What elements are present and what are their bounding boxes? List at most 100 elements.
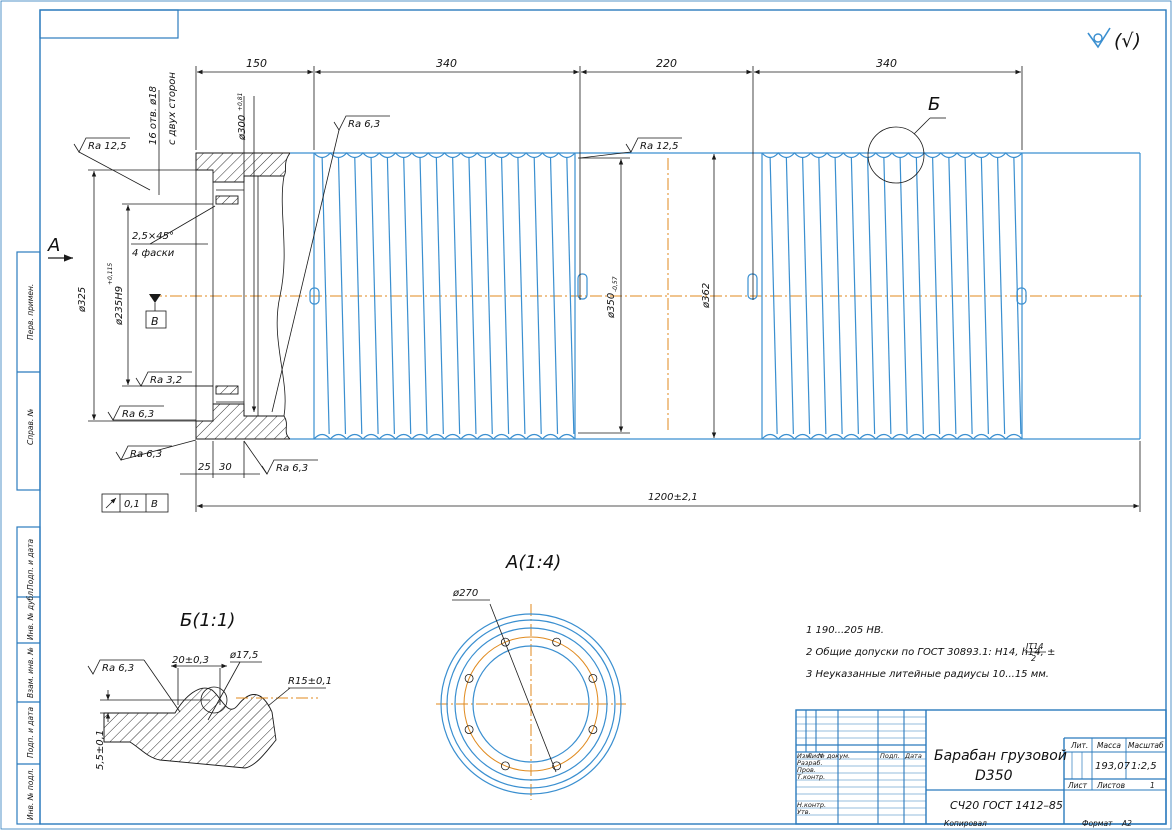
roughness-leader — [243, 440, 268, 475]
dim-150: 150 — [246, 57, 267, 70]
roughness-label: Ra 6,3 — [130, 449, 162, 460]
tb-col-header: Изм. — [797, 752, 812, 760]
side-label-6: Подп. и дата — [26, 707, 35, 758]
view-b-pitch: 20±0,3 — [172, 655, 209, 666]
groove-line — [500, 157, 510, 435]
groove-line — [818, 157, 827, 435]
view-a-bolt-holes — [464, 637, 598, 771]
tol-value: 0,1 — [124, 499, 140, 510]
tb-sheets: Листов — [1096, 781, 1125, 790]
groove-line — [354, 157, 363, 435]
detail-b-mark: Б — [928, 94, 940, 115]
note-2-frac-num: IT14 — [1026, 642, 1043, 651]
groove-line — [468, 157, 477, 435]
bolt-hole — [464, 673, 474, 683]
chamfer-note: 2,5×45° — [132, 231, 174, 242]
groove-line — [948, 157, 957, 435]
groove-line — [980, 157, 989, 435]
groove-line — [435, 157, 444, 435]
tb-col-header: Подп. — [880, 752, 900, 760]
groove-line — [997, 157, 1006, 435]
dim-d235: ø235H9 — [114, 286, 125, 326]
roughness-leader — [143, 659, 181, 713]
rope-grooves — [313, 152, 1023, 440]
groove-line — [964, 157, 973, 435]
roughness-check-icon — [115, 445, 172, 461]
note-2-frac-den: 2 — [1031, 654, 1036, 663]
roughness-check-icon — [107, 405, 164, 421]
roughness-label: Ra 3,2 — [150, 375, 182, 386]
groove-line — [337, 157, 347, 435]
runout-tolerance-frame: 0,1 В — [101, 493, 169, 513]
datum-b-label: В — [151, 315, 159, 328]
roughness-label: Ra 6,3 — [122, 409, 154, 420]
view-b-ball: ø17,5 — [229, 650, 258, 661]
groove-profile-bottom — [761, 433, 1023, 440]
groove-profile-top — [313, 152, 576, 159]
groove-line — [932, 157, 941, 435]
side-label-5: Взам. инв. № — [26, 647, 35, 698]
format-value: А2 — [1121, 819, 1132, 828]
dim-25: 25 — [198, 462, 211, 473]
dim-total-length: 1200±2,1 — [648, 492, 698, 503]
tb-sheet: Лист — [1067, 781, 1088, 790]
groove-line — [802, 157, 811, 435]
bolt-hole — [588, 725, 598, 735]
groove-line — [785, 157, 794, 435]
tb-material: СЧ20 ГОСТ 1412–85 — [950, 799, 1063, 812]
roughness-label: Ra 6,3 — [276, 463, 308, 474]
tb-lit-header: Лит. — [1070, 741, 1088, 750]
view-b-radius: R15±0,1 — [288, 676, 332, 687]
dim-d362: ø362 — [701, 283, 712, 309]
top-dimensions: 150 340 220 340 — [195, 57, 1023, 300]
groove-line — [899, 157, 908, 435]
roughness-leader — [78, 151, 151, 191]
roughness-mark-text: (√) — [1114, 30, 1141, 52]
groove-line — [915, 157, 924, 435]
view-b-title: Б(1:1) — [180, 610, 235, 631]
tb-role-label: Пров. — [797, 766, 816, 774]
tb-col-header: № докум. — [817, 752, 850, 760]
roughness-flags: Ra 12,5Ra 6,3Ra 12,5Ra 3,2Ra 6,3Ra 6,3Ra… — [73, 115, 682, 475]
roughness-check-icon — [333, 115, 390, 131]
groove-line — [566, 157, 575, 435]
dim-30: 30 — [219, 462, 232, 473]
bolt-hole — [464, 725, 474, 735]
groove-line — [834, 157, 843, 435]
view-a-mark: А — [47, 235, 60, 256]
holes-note: 16 отв. ø18 — [148, 86, 159, 145]
side-label-3: Подп. и дата — [26, 539, 35, 590]
groove-line — [386, 157, 396, 435]
main-view: Б А В 150 340 220 340 16 отв. ø18 с дв — [47, 57, 1145, 513]
groove-line — [533, 157, 542, 435]
side-label-1: Перв. примен. — [26, 284, 35, 340]
side-column: Перв. примен. Справ. № Подп. и дата Инв.… — [16, 251, 41, 825]
roughness-label: Ra 6,3 — [102, 663, 134, 674]
groove-line — [517, 157, 526, 435]
groove-line — [370, 157, 379, 435]
chamfer-note-2: 4 фаски — [132, 248, 175, 259]
side-label-7: Инв. № подл. — [26, 768, 35, 820]
tb-mass-header: Масса — [1097, 741, 1121, 750]
tb-role-label: Т.контр. — [797, 773, 825, 781]
note-3: 3 Неуказанные литейные радиусы 10...15 м… — [806, 669, 1049, 680]
roughness-leader — [120, 439, 197, 461]
roughness-check-icon — [87, 659, 144, 675]
tb-name-2: D350 — [975, 768, 1013, 784]
dim-d350-tol: -0,57 — [612, 276, 619, 292]
roughness-check-icon — [135, 371, 192, 387]
tb-mass: 193,07 — [1095, 761, 1131, 772]
tb-role-label: Разраб. — [797, 759, 823, 767]
groove-line — [403, 157, 412, 435]
dim-340-b: 340 — [876, 57, 897, 70]
bolt-hole — [500, 761, 510, 771]
roughness-label: Ra 12,5 — [88, 141, 127, 152]
tb-sheets-count: 1 — [1150, 781, 1155, 790]
dim-220: 220 — [656, 57, 677, 70]
dim-340-a: 340 — [436, 57, 457, 70]
view-b-depth: 5,5±0,1 — [95, 730, 106, 770]
view-a-diameter: ø270 — [452, 588, 478, 599]
dim-d235-tol: +0,115 — [107, 263, 114, 285]
